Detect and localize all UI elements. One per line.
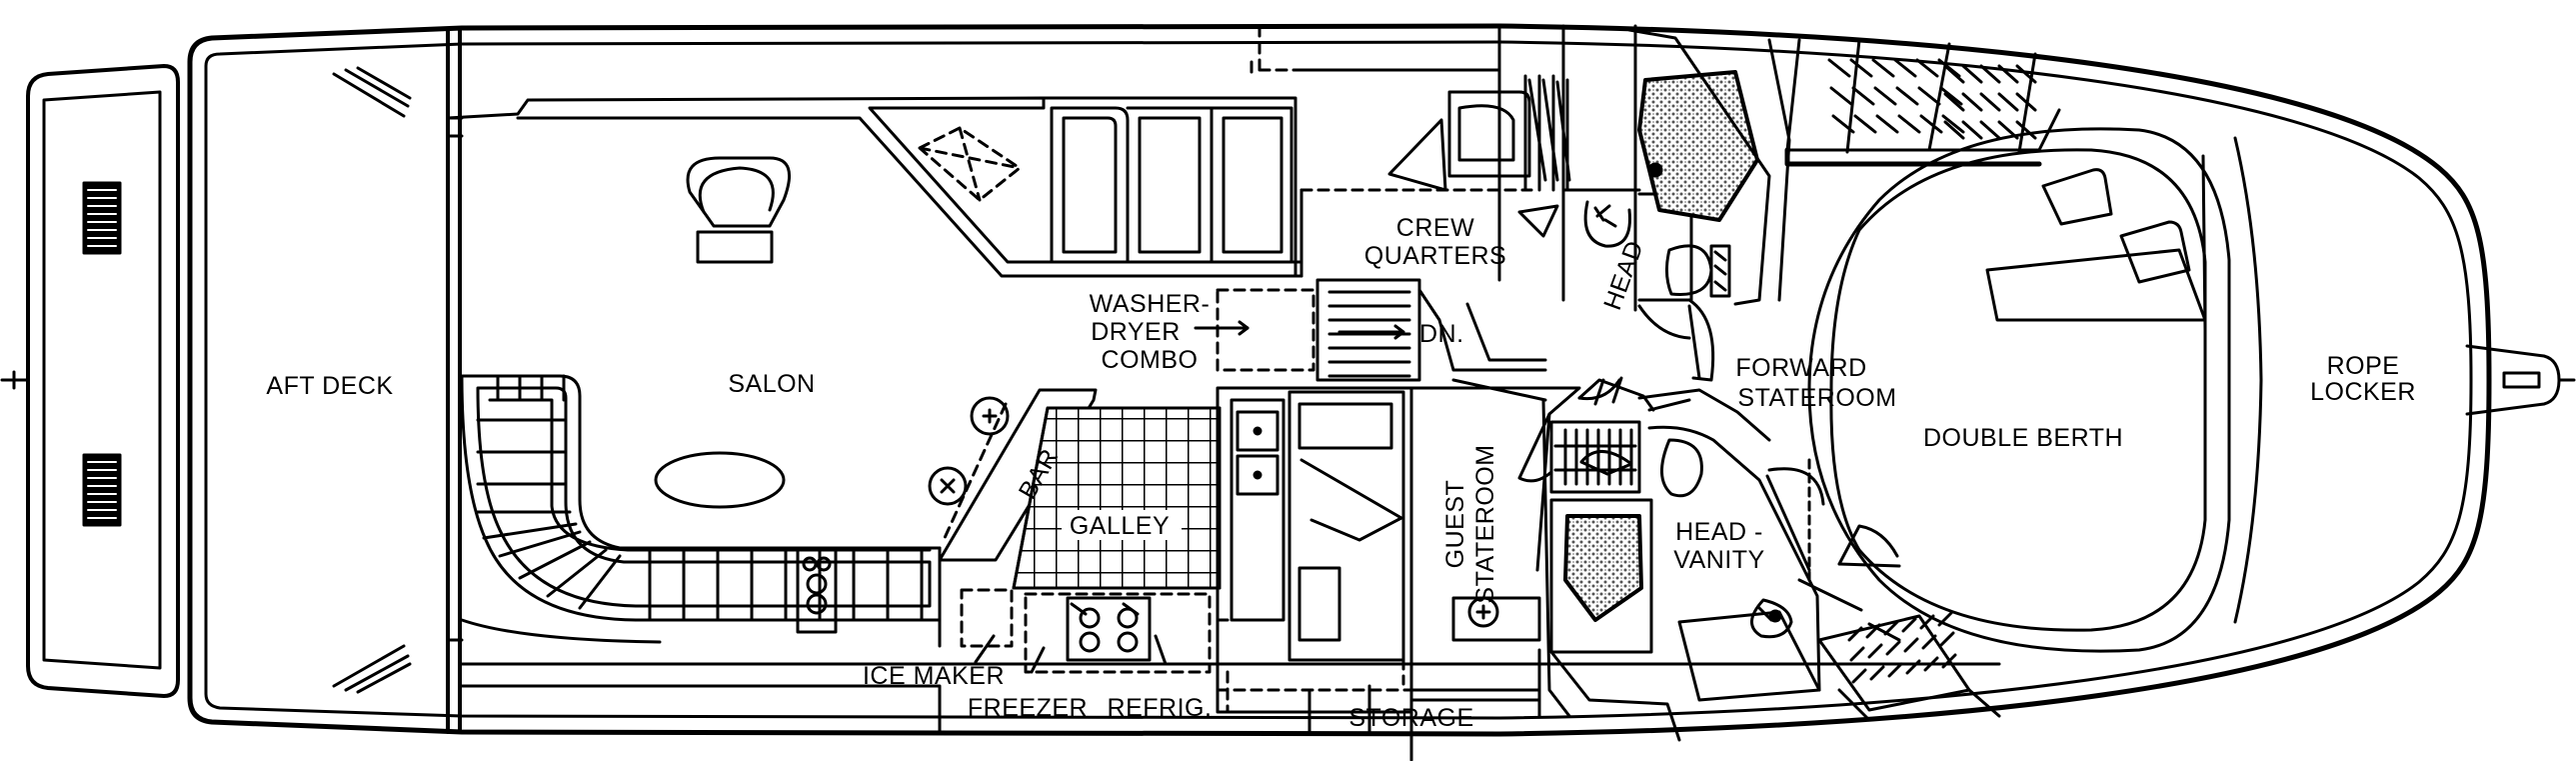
door-swing <box>1465 302 1547 362</box>
crew-quarters <box>1250 24 1571 282</box>
washer-dryer-label: COMBO <box>1102 346 1199 374</box>
hv-wall <box>1647 425 1821 692</box>
forward-stateroom-label: STATEROOM <box>1737 384 1896 412</box>
guest-closet <box>1549 420 1641 494</box>
aft-deck-label: AFT DECK <box>266 372 393 400</box>
swim-platform <box>0 64 180 698</box>
lamp-icon <box>1467 596 1499 628</box>
washer-dryer-label: WASHER- <box>1090 290 1211 318</box>
vent-upper-slats <box>87 189 117 247</box>
door-swing <box>1299 458 1403 542</box>
aft-steps-bottom <box>332 644 412 694</box>
washer-box <box>1216 288 1315 372</box>
couch-frame <box>1042 96 1297 278</box>
ice-maker-box <box>960 588 1014 648</box>
knob-icon <box>802 556 818 572</box>
washer-leader <box>1194 320 1250 336</box>
shower-stall <box>1637 70 1759 222</box>
galley-floor <box>1012 406 1222 590</box>
hull <box>187 23 2492 737</box>
door-swing <box>1637 304 1691 340</box>
guest-stateroom-label: STATEROOM <box>1471 444 1499 603</box>
bunk-pillow <box>1447 90 1531 178</box>
galley <box>1012 406 1222 590</box>
door-swing <box>1837 524 1899 566</box>
washer-dryer-label: DRYER <box>1091 318 1181 346</box>
freezer-label: FREEZER <box>968 694 1088 722</box>
door-swing <box>1577 378 1621 401</box>
head-vanity-label: HEAD - <box>1675 518 1763 546</box>
guest-stateroom <box>1409 386 1581 718</box>
stairs-down <box>1315 278 1547 402</box>
coffee-table-icon <box>654 451 786 509</box>
tub-stippled <box>1563 514 1643 622</box>
crew-quarters-label: QUARTERS <box>1364 242 1506 270</box>
stair-frame <box>1315 278 1421 382</box>
salon-label: SALON <box>728 370 815 398</box>
salon-settee <box>460 374 942 648</box>
door-edge <box>1593 376 1623 406</box>
door-swing <box>1387 118 1447 192</box>
aft-steps-top <box>332 66 412 118</box>
side-rails <box>460 662 2001 734</box>
salon <box>446 96 1303 509</box>
sink-icon <box>1583 200 1631 248</box>
double-berth-label: DOUBLE BERTH <box>1923 424 2123 452</box>
door-swing <box>1687 298 1715 382</box>
rope-locker <box>2233 136 2263 624</box>
sink-icon <box>1236 410 1280 496</box>
door-swing <box>1517 412 1553 483</box>
pillow-icon <box>2041 168 2113 226</box>
vent-lower-slats <box>87 461 117 519</box>
crew-head <box>1561 24 1791 312</box>
guest-stateroom-label: GUEST <box>1441 480 1469 569</box>
galley-appliances <box>960 588 1230 714</box>
washer-dryer <box>1216 288 1315 372</box>
sink-icon <box>1750 598 1793 639</box>
bow-pulpit <box>2465 344 2576 416</box>
leaders <box>974 634 1168 674</box>
platform-vent-lower-icon <box>82 453 122 527</box>
hull-inner <box>204 40 2473 720</box>
refrig-label: REFRIG. <box>1108 694 1213 722</box>
freezer-refrig-box <box>1024 592 1212 674</box>
ice-maker-label: ICE MAKER <box>863 662 1005 690</box>
armchair-icon <box>686 156 792 228</box>
storage-label: STORAGE <box>1348 704 1473 732</box>
storage <box>1307 688 1541 761</box>
door-swing <box>1579 450 1633 476</box>
pillow-icon <box>2119 220 2191 284</box>
hull-outer <box>187 23 2492 737</box>
salon-aft-bulkhead <box>446 28 462 734</box>
bar-stool-icon <box>970 396 1010 436</box>
platform-vent-upper-icon <box>82 181 122 255</box>
hatch-dashed-icon <box>918 126 1022 202</box>
bar-stool-icon <box>928 466 968 506</box>
guest-wall <box>1409 386 1581 572</box>
salon-top-counter <box>446 96 1303 264</box>
salon-console <box>796 546 838 634</box>
rope-locker-label: LOCKER <box>2310 378 2416 406</box>
upper-racks <box>1784 38 2061 167</box>
stove-icon <box>1066 596 1152 662</box>
toilet-icon <box>1664 244 1713 296</box>
head-bulkhead <box>1627 28 1771 306</box>
toilet-icon <box>1660 438 1703 498</box>
galley-label: GALLEY <box>1070 512 1170 540</box>
down-label: DN. <box>1419 320 1464 348</box>
crew-head-label: HEAD <box>1598 237 1649 314</box>
rope-locker-label: ROPE <box>2327 352 2400 380</box>
rope-locker-bulkhead <box>2233 136 2263 624</box>
guest-head <box>1549 376 1681 742</box>
crew-quarters-label: CREW <box>1396 214 1474 242</box>
fs-door <box>1647 304 1701 412</box>
forward-stateroom <box>1577 127 2231 653</box>
berth-outline <box>1807 127 2231 653</box>
head-vanity-label: VANITY <box>1673 546 1764 574</box>
forward-stateroom-label: FORWARD <box>1735 354 1866 382</box>
